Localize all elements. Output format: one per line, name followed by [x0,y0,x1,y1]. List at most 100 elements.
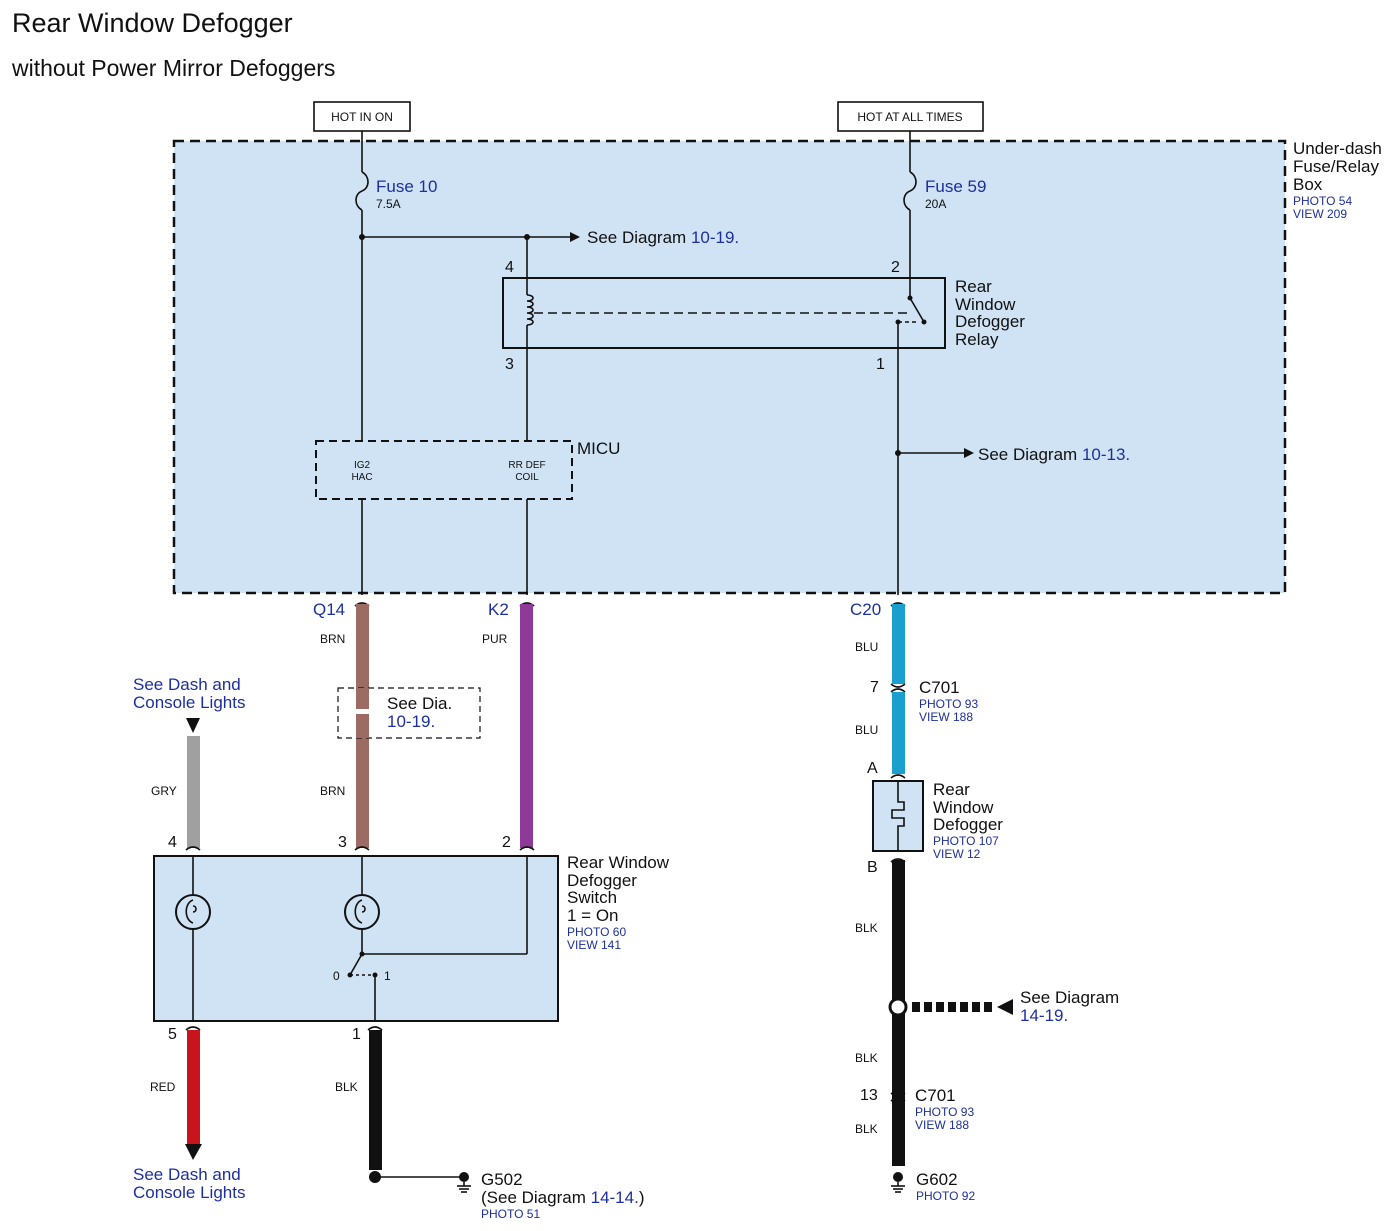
svg-text:14-19.: 14-19. [1020,1006,1068,1025]
svg-text:COIL: COIL [515,472,539,483]
switch-contacts: 0 1 [333,969,391,1021]
svg-text:PHOTO 92: PHOTO 92 [916,1189,975,1203]
hot-in-on-box: HOT IN ON [313,101,411,132]
svg-text:VIEW 209: VIEW 209 [1293,207,1347,221]
fuse-59-rating: 20A [925,197,946,211]
defogger-switch[interactable] [153,855,559,1022]
svg-text:PUR: PUR [482,632,508,646]
relay-contact [895,278,927,348]
svg-text:Defogger: Defogger [955,312,1025,331]
svg-text:PHOTO 51: PHOTO 51 [481,1207,540,1221]
svg-text:1 = On: 1 = On [567,906,619,925]
svg-text:PHOTO 107: PHOTO 107 [933,834,999,848]
svg-text:10-19.: 10-19. [387,712,435,731]
diagram-subtitle: without Power Mirror Defoggers [11,55,335,81]
svg-text:2: 2 [502,834,511,851]
svg-text:13: 13 [860,1087,878,1104]
svg-text:BLK: BLK [855,921,878,935]
svg-text:3: 3 [338,834,347,851]
connector-c20: C20 [850,600,881,619]
svg-text:BRN: BRN [320,784,345,798]
svg-text:BLK: BLK [855,1122,878,1136]
svg-text:RR DEF: RR DEF [508,460,545,471]
svg-text:BRN: BRN [320,632,345,646]
svg-text:0: 0 [333,969,340,983]
svg-text:Window: Window [933,798,994,817]
svg-text:Switch: Switch [567,888,617,907]
ground-g502-label: G502 [481,1170,523,1189]
svg-text:BLU: BLU [855,640,878,654]
svg-text:1: 1 [352,1026,361,1043]
svg-text:Rear: Rear [955,277,992,296]
svg-text:PHOTO 60: PHOTO 60 [567,925,626,939]
wire-pur [520,604,533,848]
micu-label: MICU [577,439,620,458]
svg-text:Relay: Relay [955,330,999,349]
svg-text:HOT AT ALL TIMES: HOT AT ALL TIMES [857,110,962,124]
svg-text:Fuse/Relay: Fuse/Relay [1293,157,1379,176]
see-diagram-10-13[interactable]: See Diagram 10-13. [978,445,1130,464]
defogger-label: Rear Window Defogger PHOTO 107 VIEW 12 [933,780,1003,861]
svg-text:PHOTO 93: PHOTO 93 [915,1105,974,1119]
connector-c701-bottom: C701 [915,1086,956,1105]
svg-text:HAC: HAC [351,472,372,483]
switch-illumination-lamp [344,856,528,976]
svg-text:GRY: GRY [151,784,177,798]
svg-text:IG2: IG2 [354,460,371,471]
svg-text:VIEW 188: VIEW 188 [919,710,973,724]
svg-text:Rear: Rear [933,780,970,799]
fuse-relay-box-label: Under-dash Fuse/Relay Box PHOTO 54 VIEW … [1293,139,1382,221]
svg-text:Defogger: Defogger [933,815,1003,834]
connector-c701-top: C701 [919,678,960,697]
svg-text:7: 7 [870,679,879,696]
connector-k2: K2 [488,600,509,619]
see-diagram-10-19-top[interactable]: See Diagram 10-19. [587,228,739,247]
svg-text:Box: Box [1293,175,1323,194]
fuse-59-symbol [903,171,917,211]
hot-at-all-times-box: HOT AT ALL TIMES [837,101,984,132]
svg-text:BLK: BLK [335,1080,358,1094]
micu-box [315,440,573,500]
wire-blu-upper [892,604,905,684]
svg-text:RED: RED [150,1080,176,1094]
fuse-10-rating: 7.5A [376,197,401,211]
svg-text:A: A [867,760,878,777]
ground-g502-icon [457,1172,471,1193]
wire-blu-lower [892,692,905,774]
svg-text:4: 4 [168,834,177,851]
splice-to-14-19 [912,999,1013,1015]
relay-label: Rear Window Defogger Relay [955,277,1025,349]
svg-text:2: 2 [891,259,900,276]
svg-text:Window: Window [955,295,1016,314]
svg-text:Under-dash: Under-dash [1293,139,1382,158]
svg-text:VIEW 188: VIEW 188 [915,1118,969,1132]
see-diagram-14-19[interactable]: See Diagram [1020,988,1119,1007]
see-dash-lights-top[interactable]: See Dash and [133,675,241,694]
svg-text:Defogger: Defogger [567,871,637,890]
wire-gry [187,736,200,848]
wire-red [187,1030,200,1145]
see-dia-10-19[interactable]: See Dia. [387,694,452,713]
svg-text:BLU: BLU [855,723,878,737]
svg-text:PHOTO 54: PHOTO 54 [1293,194,1352,208]
fuse-10-label: Fuse 10 [376,177,437,196]
heater-element-icon [891,781,905,851]
svg-text:4: 4 [505,259,514,276]
see-dash-lights-bottom[interactable]: See Dash and [133,1165,241,1184]
relay-coil [526,278,534,348]
ground-g602-label: G602 [916,1170,958,1189]
svg-text:BLK: BLK [855,1051,878,1065]
wire-blk-g502 [369,1030,382,1170]
svg-text:1: 1 [876,356,885,373]
connector-q14: Q14 [313,600,345,619]
switch-label: Rear Window Defogger Switch 1 = On PHOTO… [567,853,670,952]
fuse-10-symbol [355,171,369,211]
svg-text:Console Lights: Console Lights [133,1183,245,1202]
svg-text:VIEW 12: VIEW 12 [933,847,981,861]
svg-text:HOT IN ON: HOT IN ON [331,110,393,124]
fuse-relay-box [172,139,1287,595]
diagram-title: Rear Window Defogger [12,8,293,38]
svg-text:Rear Window: Rear Window [567,853,670,872]
svg-text:5: 5 [168,1026,177,1043]
